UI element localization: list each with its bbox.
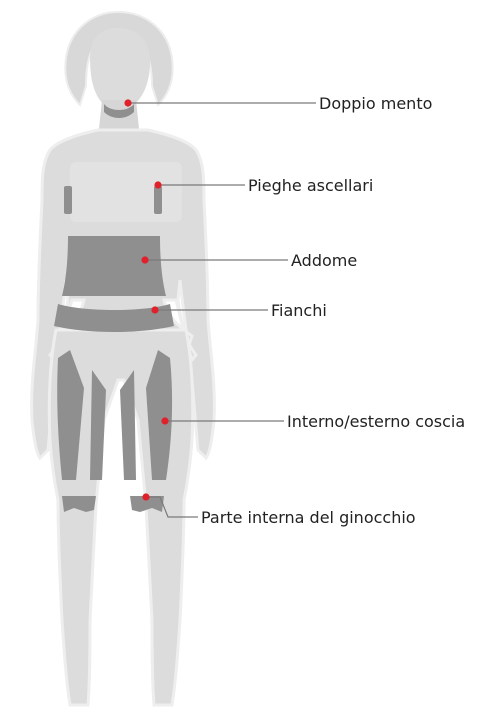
label-knee: Parte interna del ginocchio [201,508,416,527]
marker-chin [124,99,131,106]
zone-armpit-left-shape [64,186,72,214]
marker-armpit [154,181,161,188]
label-hips: Fianchi [271,301,327,320]
face [90,28,150,111]
zone-knee-left-shape [62,496,96,512]
chest-area [70,162,182,222]
label-abdomen: Addome [291,251,357,270]
zone-armpit-right-shape [154,186,162,214]
marker-abdomen [141,256,148,263]
label-armpit: Pieghe ascellari [248,176,373,195]
marker-thigh [161,417,168,424]
marker-hips [151,306,158,313]
zone-thigh-inner-right-shape [120,370,136,480]
label-thigh: Interno/esterno coscia [287,412,465,431]
label-chin: Doppio mento [319,94,432,113]
marker-knee [142,493,149,500]
zone-abdomen-shape [62,236,166,296]
